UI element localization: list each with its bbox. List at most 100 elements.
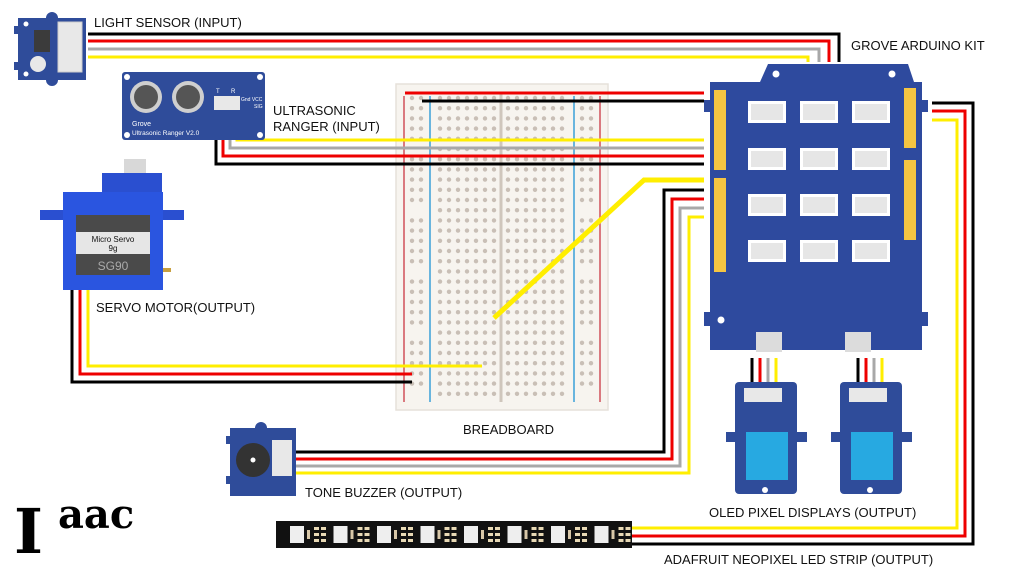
breadboard-hole	[559, 259, 565, 264]
wire-light-gray	[88, 47, 821, 62]
breadboard-rail-hole	[588, 320, 594, 325]
neopixel-pad	[618, 527, 624, 530]
wire-light-yellow	[88, 55, 810, 62]
breadboard-hole	[550, 238, 556, 243]
breadboard-rail-hole	[418, 320, 424, 325]
breadboard-hole	[514, 177, 520, 182]
neopixel-pad	[531, 539, 537, 542]
breadboard-hole	[559, 289, 565, 294]
breadboard-hole	[437, 350, 443, 356]
breadboard-hole	[446, 391, 452, 396]
neopixel-led	[377, 526, 391, 543]
breadboard-hole	[455, 350, 461, 356]
breadboard-hole	[541, 279, 547, 284]
breadboard-rail-hole	[409, 157, 415, 162]
breadboard-hole	[514, 126, 520, 131]
breadboard-hole	[473, 208, 479, 213]
breadboard-hole	[559, 126, 565, 131]
breadboard-hole	[559, 228, 565, 233]
breadboard-hole	[482, 361, 488, 366]
breadboard-rail-hole	[579, 187, 585, 192]
breadboard-hole	[541, 248, 547, 254]
breadboard-hole	[505, 259, 511, 264]
breadboard-hole	[523, 228, 529, 233]
label-neopixel: ADAFRUIT NEOPIXEL LED STRIP (OUTPUT)	[664, 552, 933, 567]
breadboard-rail-hole	[418, 361, 424, 366]
breadboard-hole	[559, 157, 565, 162]
breadboard-hole	[455, 391, 461, 396]
breadboard-hole	[523, 116, 529, 121]
wire-buzzer-black	[278, 188, 704, 454]
breadboard-hole	[541, 289, 547, 294]
breadboard-rail-hole	[409, 279, 415, 284]
breadboard-rail-hole	[579, 218, 585, 223]
breadboard-hole	[550, 167, 556, 172]
breadboard-hole	[464, 361, 470, 366]
breadboard-rail-hole	[409, 116, 415, 121]
breadboard-hole	[464, 310, 470, 315]
neopixel-pad	[408, 533, 413, 536]
breadboard-rail-hole	[579, 381, 585, 386]
breadboard-hole	[473, 361, 479, 366]
wire-light-black	[88, 32, 841, 62]
breadboard-rail-hole	[588, 248, 594, 254]
breadboard-hole	[505, 248, 511, 254]
breadboard-hole	[550, 330, 556, 335]
breadboard-hole	[446, 197, 452, 203]
breadboard-hole	[473, 259, 479, 264]
breadboard-hole	[473, 289, 479, 294]
oled-display-2	[831, 382, 912, 494]
breadboard-hole	[455, 177, 461, 182]
breadboard-hole	[532, 248, 538, 254]
breadboard-hole	[550, 116, 556, 121]
breadboard-hole	[446, 116, 452, 121]
neopixel-pad	[357, 533, 363, 536]
breadboard-hole	[464, 299, 470, 305]
breadboard-rail-hole	[418, 218, 424, 223]
breadboard-hole	[437, 289, 443, 294]
breadboard-hole	[514, 371, 520, 376]
breadboard-rail-hole	[409, 310, 415, 315]
breadboard-hole	[514, 310, 520, 315]
breadboard-hole	[482, 371, 488, 376]
breadboard-hole	[455, 208, 461, 213]
breadboard-hole	[437, 381, 443, 386]
breadboard-hole	[491, 218, 497, 223]
breadboard-rail-hole	[579, 340, 585, 345]
breadboard-hole	[505, 361, 511, 366]
breadboard-hole	[505, 197, 511, 203]
breadboard-hole	[523, 320, 529, 325]
grove-port-inner	[751, 197, 783, 213]
breadboard-hole	[464, 279, 470, 284]
breadboard-hole	[473, 106, 479, 111]
neopixel-pad	[531, 533, 537, 536]
breadboard-hole	[455, 299, 461, 305]
breadboard-hole	[491, 248, 497, 254]
breadboard-hole	[464, 218, 470, 223]
breadboard-hole	[541, 371, 547, 376]
neopixel-pad	[451, 539, 457, 542]
breadboard-hole	[532, 310, 538, 315]
breadboard-hole	[455, 259, 461, 264]
breadboard-hole	[491, 187, 497, 192]
breadboard-hole	[437, 157, 443, 162]
breadboard-hole	[541, 116, 547, 121]
breadboard-hole	[473, 167, 479, 172]
neopixel-pad	[582, 533, 587, 536]
breadboard-hole	[482, 106, 488, 111]
breadboard-hole	[514, 381, 520, 386]
breadboard-hole	[473, 116, 479, 121]
neopixel-pad	[314, 533, 319, 536]
grove-port-inner	[803, 197, 835, 213]
breadboard-hole	[464, 126, 470, 131]
breadboard-hole	[505, 350, 511, 356]
breadboard-hole	[482, 197, 488, 203]
breadboard-hole	[541, 391, 547, 396]
neopixel-pad	[314, 527, 319, 530]
neopixel-pad	[444, 539, 450, 542]
neopixel-pad	[488, 527, 493, 530]
breadboard-hole	[473, 238, 479, 243]
ultrasonic-brand: Grove	[132, 121, 151, 128]
breadboard-hole	[446, 320, 452, 325]
breadboard-hole	[437, 310, 443, 315]
